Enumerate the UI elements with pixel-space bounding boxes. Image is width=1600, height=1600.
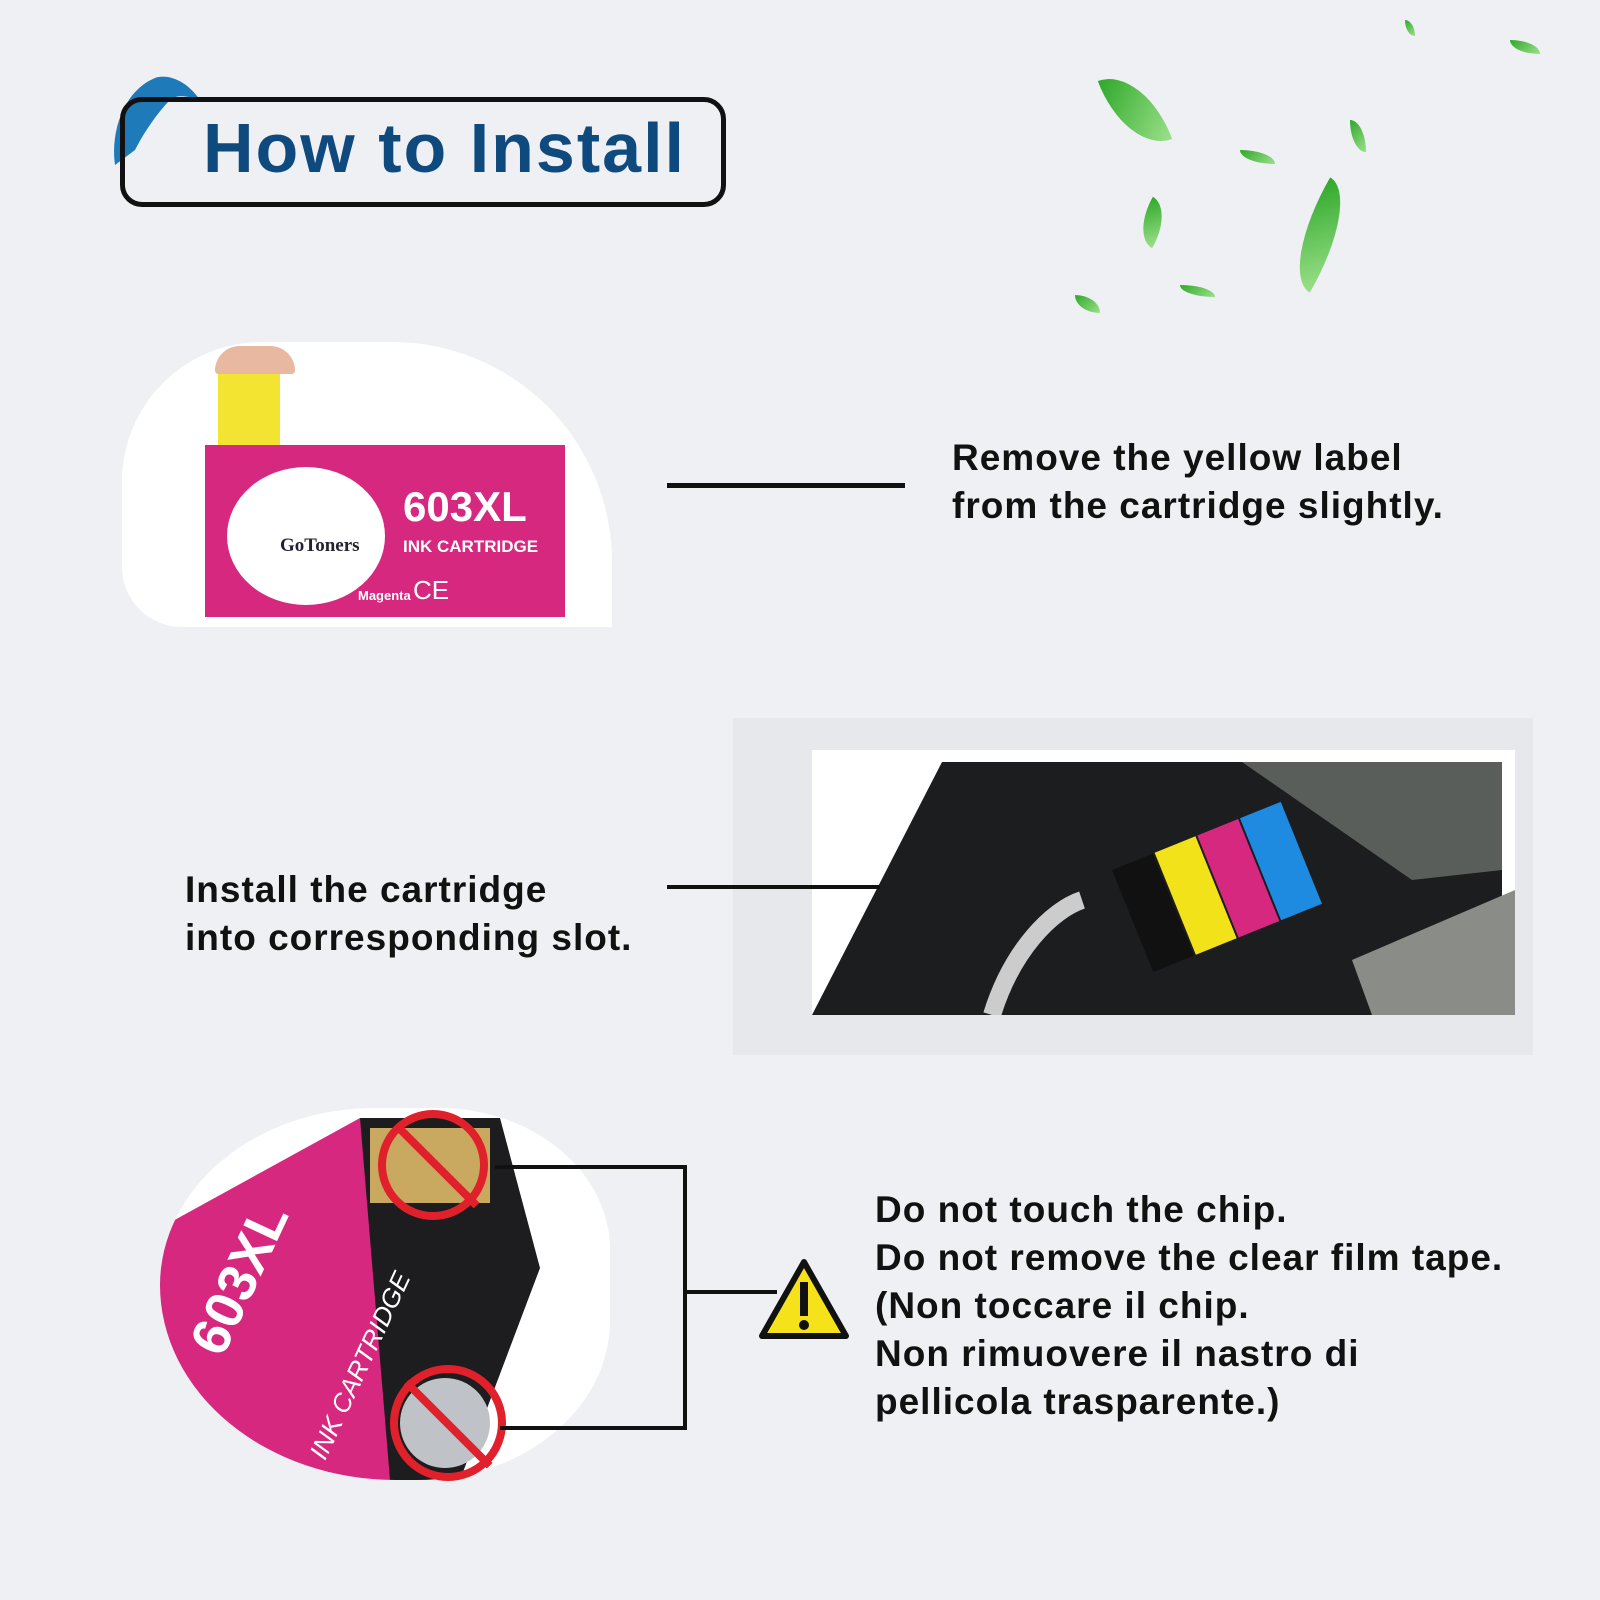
bracket-top <box>495 1165 687 1169</box>
ce-mark: CE <box>413 575 450 605</box>
magenta-cartridge: GoToners 603XL INK CARTRIDGE Magenta CE <box>205 445 565 617</box>
leaf-decoration <box>1130 196 1175 249</box>
connector-line <box>667 885 880 889</box>
printer-image <box>812 750 1515 1015</box>
step2-line1: Install the cartridge <box>185 869 548 910</box>
leaf-decoration <box>1510 40 1540 54</box>
leaf-decoration <box>1405 20 1415 36</box>
step3-line: (Non toccare il chip. <box>875 1285 1250 1326</box>
prohibited-film-icon <box>390 1365 506 1481</box>
page-title: How to Install <box>203 109 686 187</box>
step1-line1: Remove the yellow label <box>952 437 1403 478</box>
step1-line2: from the cartridge slightly. <box>952 485 1444 526</box>
leaf-decoration <box>1240 150 1275 164</box>
step2-line2: into corresponding slot. <box>185 917 633 958</box>
type-label: INK CARTRIDGE <box>403 537 539 556</box>
leaf-decoration <box>1275 177 1365 293</box>
leaf-decoration <box>1350 120 1366 152</box>
step3-line: Do not touch the chip. <box>875 1189 1288 1230</box>
bracket-bottom <box>500 1426 687 1430</box>
model-label: 603XL <box>403 483 527 530</box>
leaf-decoration <box>1180 285 1215 297</box>
yellow-pull-label <box>218 365 280 445</box>
step3-line: Non rimuovere il nastro di <box>875 1333 1360 1374</box>
bracket-vertical <box>683 1165 687 1430</box>
step3-instruction: Do not touch the chip. Do not remove the… <box>875 1186 1503 1426</box>
connector-line <box>667 483 905 488</box>
step3-line: Do not remove the clear film tape. <box>875 1237 1504 1278</box>
bracket-middle <box>687 1290 777 1294</box>
color-label: Magenta <box>358 588 411 603</box>
step3-line: pellicola trasparente.) <box>875 1381 1281 1422</box>
title-frame <box>120 97 726 207</box>
warning-icon <box>758 1258 850 1345</box>
prohibited-chip-icon <box>378 1110 488 1220</box>
brand-label: GoToners <box>280 535 360 556</box>
step1-instruction: Remove the yellow label from the cartrid… <box>952 434 1444 530</box>
finger <box>215 346 295 374</box>
step2-instruction: Install the cartridge into corresponding… <box>185 866 632 962</box>
leaf-decoration <box>1075 295 1100 313</box>
leaf-decoration <box>1097 63 1173 157</box>
